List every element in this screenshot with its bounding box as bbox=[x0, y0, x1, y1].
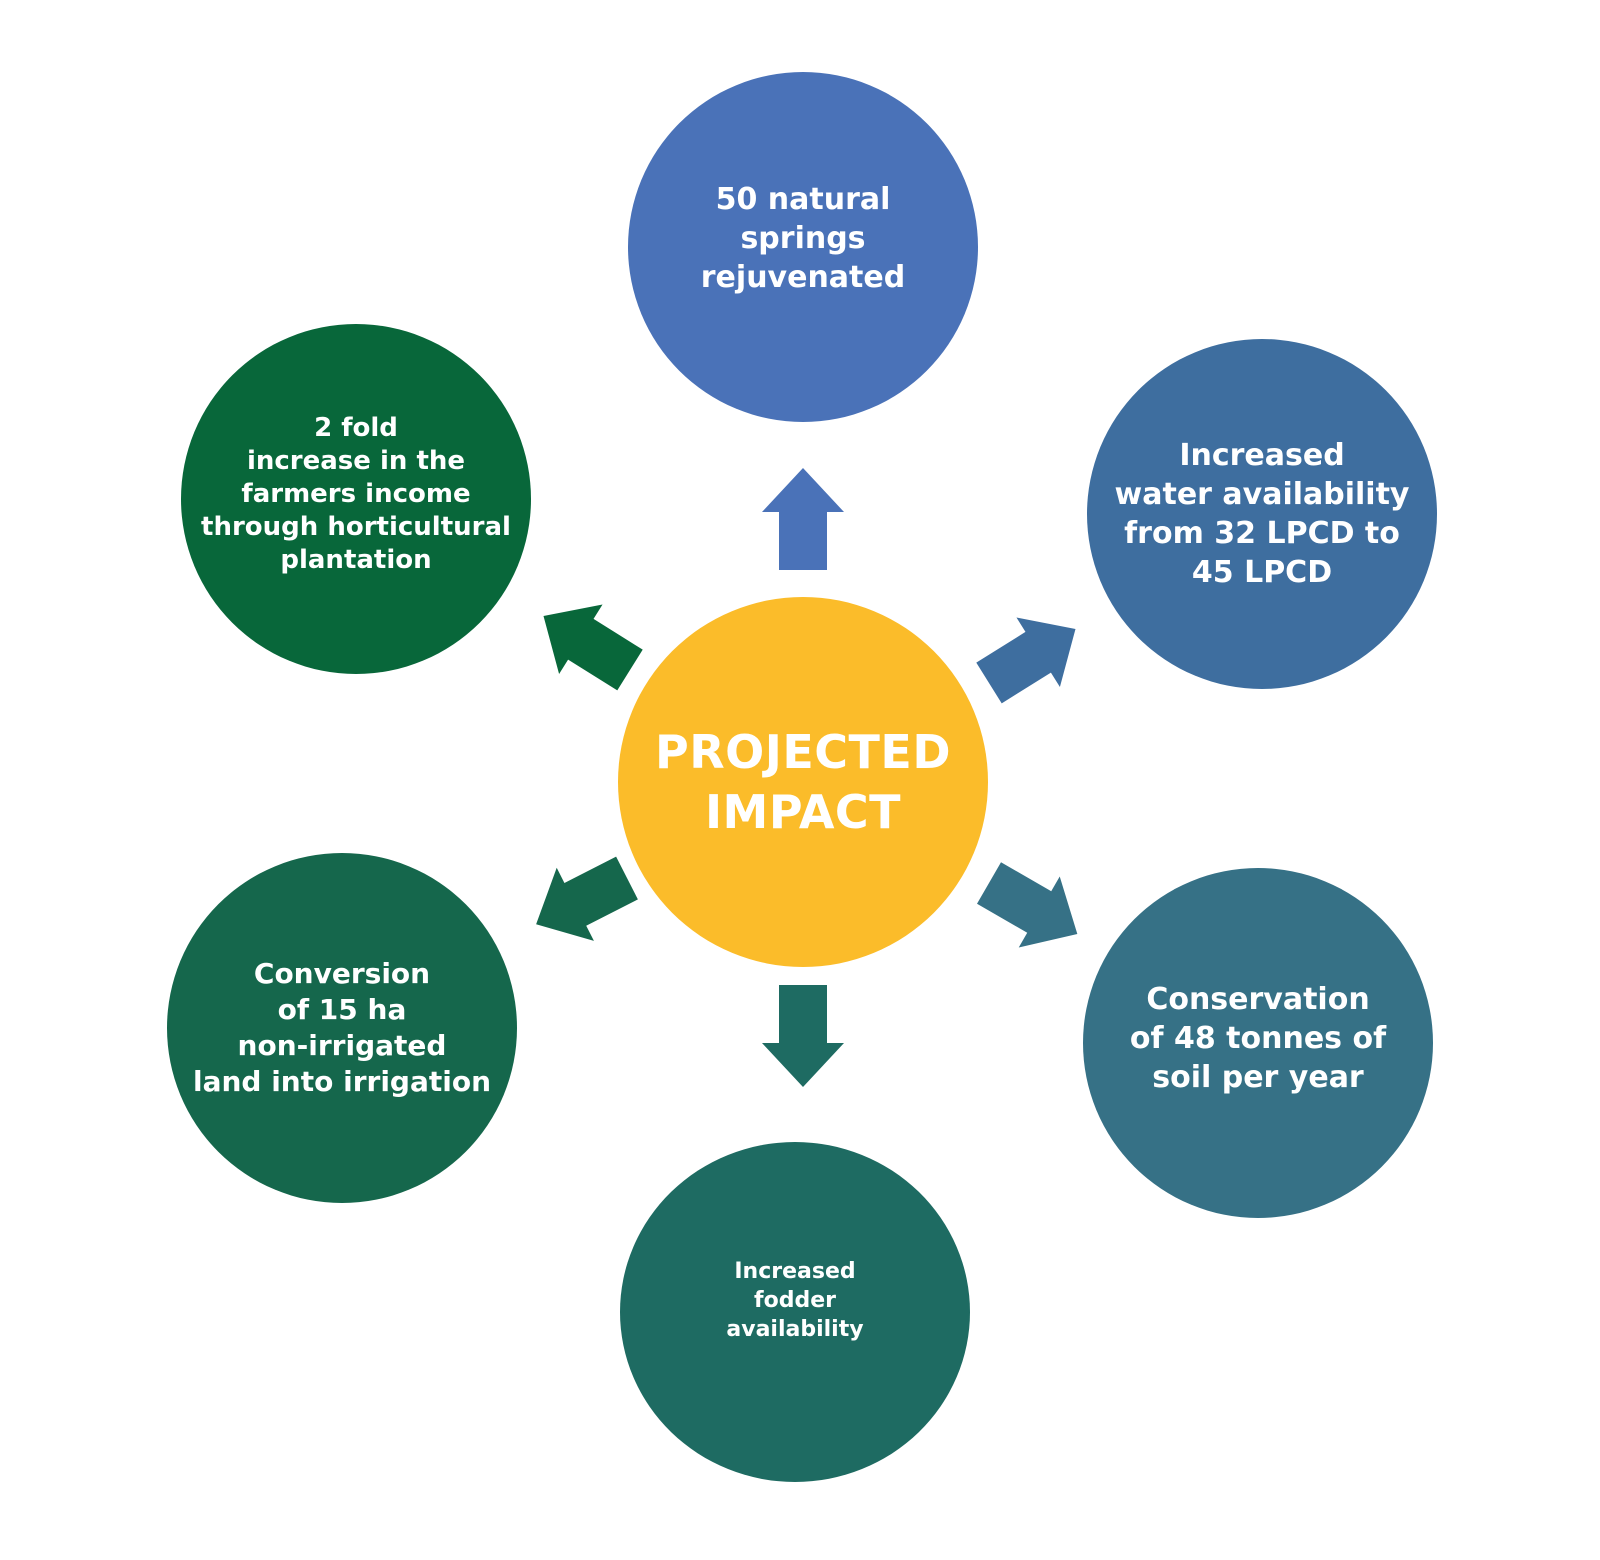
outcome-label: Conversion of 15 ha non-irrigated land i… bbox=[192, 957, 492, 1098]
outcome-fodder-availability: Increased fodder availability bbox=[620, 1142, 970, 1482]
outcome-farmers-income: 2 fold increase in the farmers income th… bbox=[181, 324, 531, 674]
outcome-water-availability: Increased water availability from 32 LPC… bbox=[1087, 339, 1437, 689]
outcome-label: 2 fold increase in the farmers income th… bbox=[201, 412, 511, 575]
arrow-to-bottom-shape bbox=[762, 985, 844, 1087]
arrow-to-upper-left bbox=[543, 604, 643, 691]
outcome-label: Conservation of 48 tonnes of soil per ye… bbox=[1129, 981, 1387, 1095]
arrow-to-lower-right bbox=[977, 862, 1078, 948]
outcome-label: Increased water availability from 32 LPC… bbox=[1114, 438, 1410, 590]
hub-label: PROJECTED IMPACT bbox=[654, 725, 952, 839]
arrow-to-upper-right-shape bbox=[976, 617, 1076, 704]
arrow-to-top bbox=[762, 468, 844, 570]
outcome-soil-conservation: Conservation of 48 tonnes of soil per ye… bbox=[1083, 868, 1433, 1218]
arrow-to-upper-right bbox=[976, 617, 1076, 704]
arrow-to-upper-left-shape bbox=[543, 604, 643, 691]
outcome-label: 50 natural springs rejuvenated bbox=[700, 181, 906, 295]
arrow-to-top-shape bbox=[762, 468, 844, 570]
arrow-to-lower-right-shape bbox=[977, 862, 1078, 948]
outcome-irrigation-conversion: Conversion of 15 ha non-irrigated land i… bbox=[167, 853, 517, 1203]
outcome-springs-rejuvenated: 50 natural springs rejuvenated bbox=[628, 72, 978, 422]
arrow-to-lower-left bbox=[536, 856, 638, 941]
projected-impact-hub: PROJECTED IMPACT bbox=[618, 597, 988, 967]
outcome-label: Increased fodder availability bbox=[726, 1258, 864, 1342]
arrow-to-bottom bbox=[762, 985, 844, 1087]
arrow-to-lower-left-shape bbox=[536, 856, 638, 941]
